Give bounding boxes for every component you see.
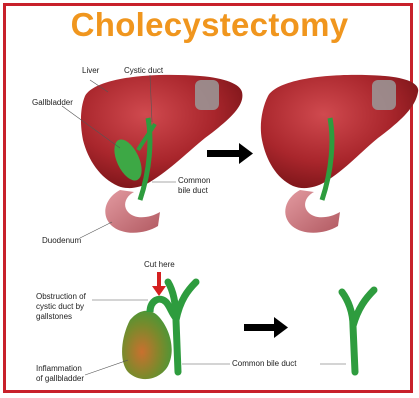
liver-right xyxy=(261,75,418,188)
common-bile-duct-after xyxy=(342,290,374,372)
label-common-bile-duct-bottom: Common bile duct xyxy=(232,359,296,369)
label-cystic-duct: Cystic duct xyxy=(124,66,163,76)
vessel-right xyxy=(372,80,396,110)
label-inflammation-1: Inflammation xyxy=(36,364,82,374)
label-common-bile-duct-top-1: Common xyxy=(178,176,210,186)
label-obstruction-2: cystic duct by xyxy=(36,302,84,312)
label-cut-here: Cut here xyxy=(144,260,175,270)
label-inflammation-2: of gallbladder xyxy=(36,374,84,384)
gallbladder-bottom xyxy=(122,311,172,379)
common-bile-duct-bottom xyxy=(168,282,196,372)
liver-left xyxy=(81,75,242,188)
label-common-bile-duct-top-2: bile duct xyxy=(178,186,208,196)
duodenum-left xyxy=(105,190,160,233)
label-duodenum: Duodenum xyxy=(42,236,81,246)
label-liver: Liver xyxy=(82,66,99,76)
label-obstruction-1: Obstruction of xyxy=(36,292,86,302)
duodenum-right xyxy=(285,190,340,233)
vessel-left xyxy=(195,80,219,110)
cut-here-arrow xyxy=(152,272,166,296)
label-gallbladder: Gallbladder xyxy=(32,98,73,108)
arrow-top xyxy=(207,143,253,164)
arrow-bottom xyxy=(244,317,288,338)
label-obstruction-3: gallstones xyxy=(36,312,72,322)
